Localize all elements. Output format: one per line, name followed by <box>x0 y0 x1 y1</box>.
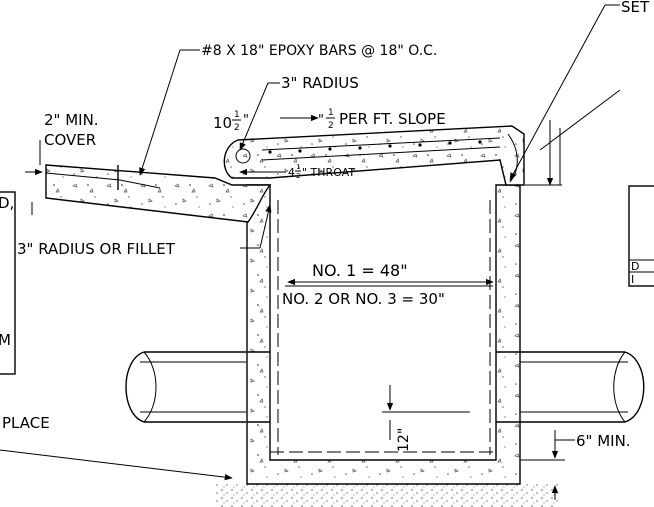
throat-label: " THROAT <box>302 166 355 179</box>
set-label: SET <box>621 0 650 16</box>
ten-half-whole: 10 <box>213 114 232 132</box>
box-structure <box>246 184 521 485</box>
slope-den: 2 <box>328 121 334 131</box>
throat-den: 2 <box>296 172 300 180</box>
throat-num: 1 <box>296 163 300 171</box>
ten-half-den: 2 <box>234 123 240 133</box>
ten-half-num: 1 <box>234 110 240 120</box>
six-min-label: 6" MIN. <box>576 432 631 450</box>
ten-half-unit: " <box>243 113 249 128</box>
epoxy-bars-label: #8 X 18" EPOXY BARS @ 18" O.C. <box>201 43 437 59</box>
radius-label: 3" RADIUS <box>281 74 359 92</box>
table-i-label: I <box>631 273 634 286</box>
fillet-label: 3" RADIUS OR FILLET <box>17 240 176 258</box>
right-pipe <box>520 351 645 423</box>
slope-label: PER FT. SLOPE <box>339 110 446 128</box>
gravel-base <box>215 484 560 507</box>
cover-label-line2: COVER <box>44 131 96 149</box>
cut-off-text-m: M <box>0 331 11 349</box>
cover-label-line1: 2" MIN. <box>44 111 99 129</box>
left-pipe <box>125 351 246 423</box>
place-label: PLACE <box>2 414 50 432</box>
top-slab <box>223 125 525 186</box>
cut-off-text-comma: D, <box>0 194 14 212</box>
slope-unit: " <box>318 113 324 128</box>
apron-slab <box>45 164 272 223</box>
no23-label: NO. 2 OR NO. 3 = 30" <box>282 290 445 308</box>
no1-label: NO. 1 = 48" <box>312 261 408 280</box>
twelve-label: 12" <box>396 428 412 452</box>
table-d-label: D <box>631 260 639 273</box>
slope-num: 1 <box>328 108 334 118</box>
right-table-fragment <box>628 185 654 287</box>
left-table-fragment <box>0 191 16 375</box>
throat-whole: 4 <box>288 166 295 179</box>
